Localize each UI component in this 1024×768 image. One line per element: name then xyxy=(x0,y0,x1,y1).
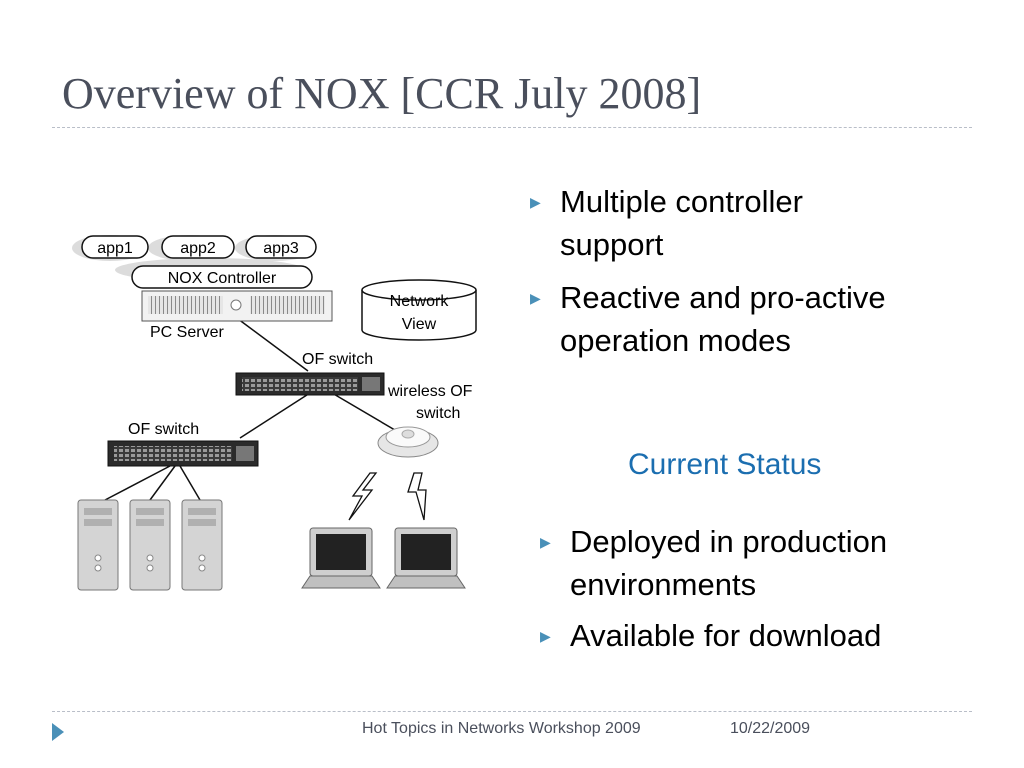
network-view-label-line1: Network xyxy=(390,293,450,310)
laptop-1 xyxy=(301,527,381,589)
footer-event: Hot Topics in Networks Workshop 2009 xyxy=(362,720,641,737)
app-pill-3: app3 xyxy=(245,235,317,259)
title-divider xyxy=(52,127,972,128)
bullet-arrow-icon: ▶ xyxy=(530,194,541,210)
nox-controller: NOX Controller xyxy=(131,265,313,289)
app-label: app3 xyxy=(263,240,299,257)
bullet-item: ▶ Multiple controller support xyxy=(530,180,980,266)
wireless-label-line2: switch xyxy=(416,405,460,422)
status-heading: Current Status xyxy=(628,448,822,481)
bullet-item: ▶ Deployed in production environments xyxy=(540,520,990,606)
pc-server xyxy=(141,290,333,322)
footer-divider xyxy=(52,711,972,712)
play-arrow-icon xyxy=(52,723,64,741)
bullet-item: ▶ Reactive and pro-active operation mode… xyxy=(530,276,980,362)
nox-architecture-diagram: app1 app2 app3 NOX Controller PC Server … xyxy=(72,235,477,591)
bullet-text-line2: support xyxy=(560,227,664,262)
app-pill-2: app2 xyxy=(161,235,235,259)
bullet-text-line1: Reactive and pro-active xyxy=(560,280,886,315)
wireless-label-line1: wireless OF xyxy=(387,383,473,400)
feature-bullet-list: ▶ Multiple controller support ▶ Reactive… xyxy=(530,180,980,372)
bullet-text-line1: Multiple controller xyxy=(560,184,803,219)
footer-date: 10/22/2009 xyxy=(730,720,811,737)
of-switch-left-label: OF switch xyxy=(128,421,199,438)
status-bullet-list: ▶ Deployed in production environments ▶ … xyxy=(540,520,990,665)
pc-tower-3 xyxy=(181,499,223,591)
bullet-text-line2: environments xyxy=(570,567,757,602)
network-view-label-line2: View xyxy=(402,316,437,333)
of-switch-top xyxy=(235,372,385,396)
network-view-database: Network View xyxy=(361,279,477,341)
bullet-text-line1: Available for download xyxy=(570,618,882,653)
app-pill-1: app1 xyxy=(81,235,149,259)
bullet-arrow-icon: ▶ xyxy=(540,534,551,550)
pc-tower-1 xyxy=(77,499,119,591)
bullet-arrow-icon: ▶ xyxy=(540,628,551,644)
app-label: app1 xyxy=(97,240,133,257)
pc-server-label: PC Server xyxy=(150,324,224,341)
wireless-access-point xyxy=(377,426,439,458)
connection-lines xyxy=(104,312,401,501)
bullet-text-line1: Deployed in production xyxy=(570,524,888,559)
app-label: app2 xyxy=(180,240,216,257)
bullet-item: ▶ Available for download xyxy=(540,614,990,657)
nox-controller-label: NOX Controller xyxy=(168,270,277,287)
lightning-bolt-icon xyxy=(348,472,427,521)
bullet-text-line2: operation modes xyxy=(560,323,791,358)
of-switch-left xyxy=(107,440,259,467)
of-switch-top-label: OF switch xyxy=(302,351,373,368)
laptop-2 xyxy=(386,527,466,589)
pc-tower-2 xyxy=(129,499,171,591)
bullet-arrow-icon: ▶ xyxy=(530,290,541,306)
slide-title: Overview of NOX [CCR July 2008] xyxy=(62,69,702,118)
